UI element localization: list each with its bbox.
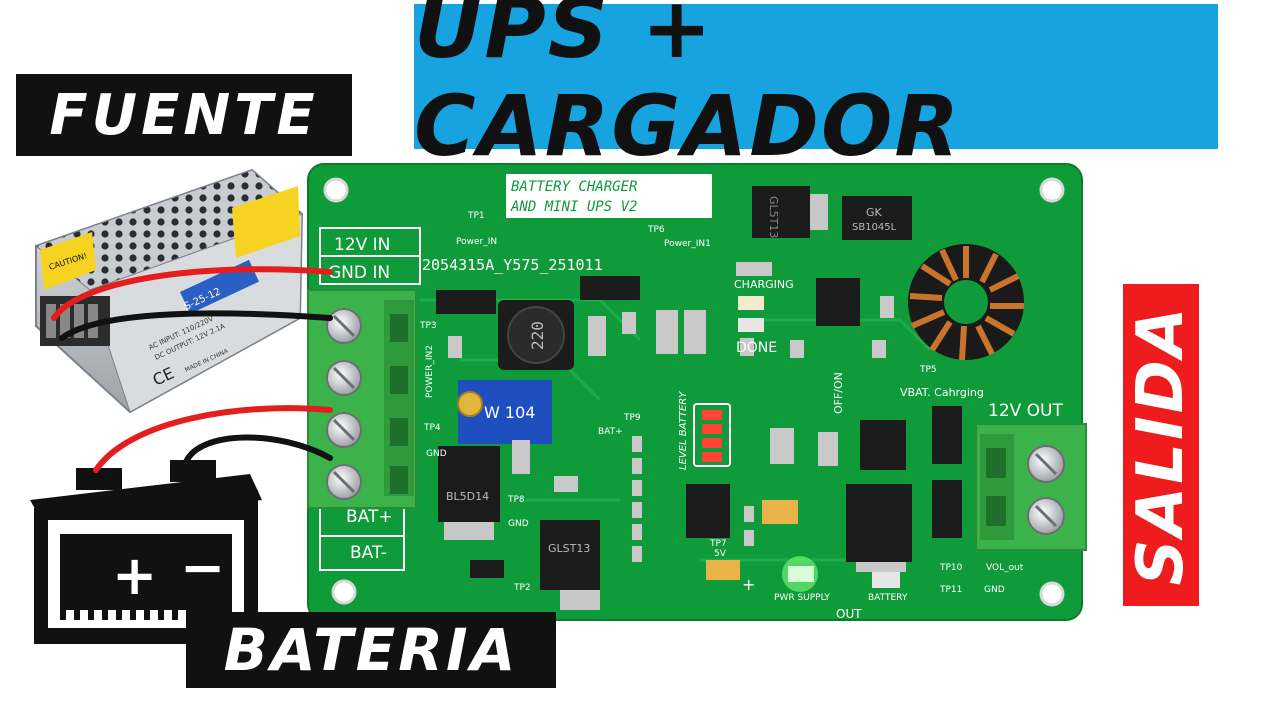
battery-minus-sign: − xyxy=(180,536,225,599)
title-banner: UPS + CARGADOR xyxy=(414,0,1218,175)
led-charging xyxy=(738,296,764,310)
label-power-in2: POWER_IN2 xyxy=(425,345,435,398)
label-bat-minus: BAT- xyxy=(350,543,387,563)
label-tp2: TP2 xyxy=(513,583,531,593)
label-tp4: TP4 xyxy=(423,423,441,433)
label-battery-led: BATTERY xyxy=(868,593,908,603)
label-tp11: TP11 xyxy=(939,585,962,595)
label-plus: + xyxy=(742,575,755,594)
output-terminal-block xyxy=(975,423,1087,551)
label-power-in1: Power_IN1 xyxy=(664,239,711,249)
label-tp7: TP7 xyxy=(709,539,727,549)
power-supply-unit: CAUTION! S-25-12 AC INPUT: 110/220V DC O… xyxy=(34,168,304,414)
board-title-line2: AND MINI UPS V2 xyxy=(510,199,637,215)
resistor-charging xyxy=(736,262,772,276)
inductor-mark: 220 xyxy=(528,321,547,350)
label-tp10: TP10 xyxy=(939,563,963,573)
passive-components xyxy=(448,296,894,562)
label-level-battery: LEVEL BATTERY xyxy=(678,391,689,470)
label-tp6: TP6 xyxy=(647,225,665,235)
label-5v: 5V xyxy=(714,549,727,559)
label-tp9: TP9 xyxy=(623,413,641,423)
battery-level-box xyxy=(693,403,731,467)
chip-mark-1: GL5T13 xyxy=(767,196,780,238)
tantalum-cap-2 xyxy=(706,560,740,580)
label-tp1: TP1 xyxy=(467,211,485,221)
label-gnd-tp8: GND xyxy=(508,519,529,529)
input-terminal-block xyxy=(307,289,417,509)
ic-chips xyxy=(436,186,962,590)
label-charging: CHARGING xyxy=(734,278,794,291)
salida-label: SALIDA xyxy=(1123,284,1199,606)
label-done: DONE xyxy=(736,340,777,356)
battery-plus-sign: + xyxy=(112,544,157,607)
label-pwr-supply: PWR SUPPLY xyxy=(774,593,830,603)
board-code: 2054315A_Y575_251011 xyxy=(422,256,603,274)
label-out: OUT xyxy=(836,607,862,621)
chip-mark-2: SB1045L xyxy=(852,222,897,233)
label-tp3: TP3 xyxy=(419,321,437,331)
psu-yellow-label xyxy=(232,186,300,258)
wire-psu-black xyxy=(59,310,333,341)
label-power-in: Power_IN xyxy=(456,237,497,247)
battery-icon: + − xyxy=(30,460,262,644)
label-12v-out: 12V OUT xyxy=(988,401,1063,421)
wire-battery-black xyxy=(183,434,333,465)
label-gnd-tp11: GND xyxy=(984,585,1005,595)
toroid-inductor xyxy=(908,244,1024,361)
title-text: UPS + CARGADOR xyxy=(414,0,962,175)
wires xyxy=(51,266,333,473)
label-vbat-charging: VBAT. Cahrging xyxy=(900,386,984,399)
label-vol-out: VOL_out xyxy=(986,563,1024,573)
tantalum-cap xyxy=(762,500,798,524)
label-off-on: OFF/ON xyxy=(832,372,845,414)
label-12v-in: 12V IN xyxy=(334,235,390,255)
label-bat-plus-tp: BAT+ xyxy=(598,427,623,437)
bateria-label: BATERIA xyxy=(186,612,556,688)
label-gnd-tp4: GND xyxy=(426,449,447,459)
pot-mark: W 104 xyxy=(484,403,535,422)
chip-gk: GK xyxy=(866,206,883,219)
chip-mark-3: BL5D14 xyxy=(446,490,489,503)
wire-battery-red xyxy=(93,405,333,473)
label-bat-plus: BAT+ xyxy=(346,507,393,527)
board-title-line1: BATTERY CHARGER xyxy=(511,179,637,195)
chip-mark-4: GLST13 xyxy=(548,542,590,555)
label-tp8: TP8 xyxy=(507,495,525,505)
label-gnd-in: GND IN xyxy=(328,263,390,283)
battery-level-leds xyxy=(702,410,722,462)
inductor: 220 xyxy=(498,300,574,370)
label-tp5: TP5 xyxy=(919,365,937,375)
led-pwr xyxy=(788,566,814,582)
led-done xyxy=(738,318,764,332)
led-battery xyxy=(872,572,900,588)
board-title-box xyxy=(506,174,712,218)
fuente-label: FUENTE xyxy=(16,74,352,156)
potentiometer: W 104 xyxy=(457,380,552,444)
wire-psu-red xyxy=(51,266,333,321)
